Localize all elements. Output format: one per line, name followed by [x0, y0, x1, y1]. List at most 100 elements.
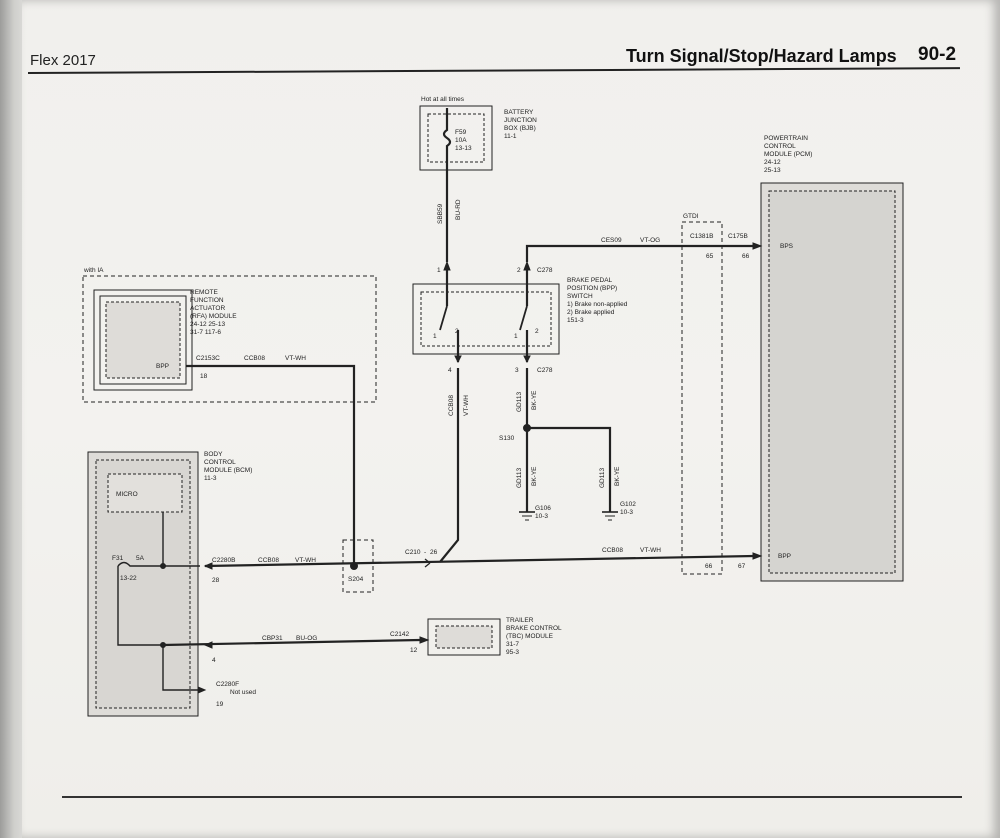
bpp-pin4: 4: [448, 367, 452, 374]
tbc-pin: 12: [410, 647, 418, 654]
pcm-bpp: BPP: [778, 553, 791, 560]
g102-ref: 10-3: [620, 509, 633, 516]
tbc-name-1: TRAILER: [506, 617, 534, 624]
g106-circuit: GD113: [516, 468, 523, 488]
bcm-pin-unused: 19: [216, 701, 224, 708]
bpp-pin3: 3: [515, 367, 519, 374]
bps-arrow: [752, 242, 763, 250]
pcm-inner-box: [768, 190, 896, 574]
gd113-wire: [525, 368, 612, 512]
ground-g102-icon: [602, 511, 618, 521]
bjb-name-3: BOX (BJB): [504, 125, 536, 132]
g106-ref: 10-3: [535, 513, 548, 520]
rfa-inner: [105, 301, 181, 379]
g102-circuit: GD113: [599, 468, 606, 488]
bpp-name-1: BRAKE PEDAL: [567, 277, 613, 284]
ccb08-vertical-color: VT-WH: [463, 395, 470, 416]
c210-name: C210: [405, 549, 421, 556]
tbc-inner: [435, 625, 493, 649]
pcm-name-3: MODULE (PCM): [764, 151, 812, 158]
rfa-bpp: BPP: [156, 363, 169, 370]
bcm-wire-color: VT-WH: [295, 557, 316, 564]
bjb-fuse: F59: [455, 129, 467, 136]
tbc-wire-circuit: CBP31: [262, 635, 283, 642]
bpp-contact-b: 2: [455, 328, 459, 335]
ccb08-vertical-circuit: CCB08: [448, 395, 455, 416]
rfa-refs-2: 31-7 117-6: [190, 329, 221, 336]
pcm-name-5: 25-13: [764, 167, 781, 174]
bpp-note-2: 2) Brake applied: [567, 309, 615, 316]
pcm-name-4: 24-12: [764, 159, 781, 166]
s204-splice: [350, 562, 358, 570]
gtdi-pin-bottom: 66: [705, 563, 713, 570]
bcm-pin-tbc: 4: [212, 657, 216, 664]
c210-pin: 26: [430, 549, 438, 556]
bjb-wire-color: BU-RD: [455, 199, 462, 220]
bpp-pin1: 1: [437, 267, 441, 274]
bcm-fuse-rating: 5A: [136, 555, 145, 562]
rfa-name-3: ACTUATOR: [190, 305, 225, 312]
bpp-connector-bottom: C278: [537, 367, 553, 374]
rfa-wire-circuit: CCB08: [244, 355, 265, 362]
pcm-name-2: CONTROL: [764, 143, 796, 150]
bcm-fuse: F31: [112, 555, 124, 562]
s130-splice: [523, 424, 531, 432]
bpp-connector-top: C278: [537, 267, 553, 274]
bpp-contact-a: 1: [433, 333, 437, 340]
tbc-name-3: (TBC) MODULE: [506, 633, 554, 640]
bjb-hot-label: Hot at all times: [421, 96, 465, 103]
pcm-bps: BPS: [780, 243, 794, 250]
ces09-wire: [525, 244, 754, 262]
bpp-contact-d: 2: [535, 328, 539, 335]
s130-label: S130: [499, 435, 515, 442]
bjb-feed-wire: [442, 108, 452, 262]
rfa-wire-color: VT-WH: [285, 355, 306, 362]
bcm-wire-circuit: CCB08: [258, 557, 279, 564]
bpp-pcm-arrow: [752, 552, 763, 560]
tbc-box: [427, 618, 501, 656]
gd113-circuit: GD113: [516, 392, 523, 412]
bps-wire-circuit: CES09: [601, 237, 622, 244]
rfa-name-4: (RFA) MODULE: [190, 313, 237, 320]
bpp-switch-inner: [420, 291, 552, 347]
rfa-connector: C2153C: [196, 355, 220, 362]
bjb-name-2: JUNCTION: [504, 117, 537, 124]
bcm-name-2: CONTROL: [204, 459, 236, 466]
bcm-conn-main: C2280B: [212, 557, 236, 564]
bcm-name-1: BODY: [204, 451, 223, 458]
pin1-arrow: [443, 260, 451, 271]
gtdi-label: GTDI: [683, 213, 699, 220]
page-title: Turn Signal/Stop/Hazard Lamps: [626, 46, 897, 66]
rfa-pin: 18: [200, 373, 208, 380]
s204-label: S204: [348, 576, 364, 583]
tbc-name-2: BRAKE CONTROL: [506, 625, 562, 632]
main-wire-circuit: CCB08: [602, 547, 623, 554]
rfa-box: [93, 289, 193, 391]
g102-color: BK-YE: [614, 466, 621, 486]
bpp-name-3: SWITCH: [567, 293, 593, 300]
bpp-note-1: 1) Brake non-applied: [567, 301, 628, 308]
bcm-name-4: 11-3: [204, 475, 217, 482]
main-wire-color: VT-WH: [640, 547, 661, 554]
main-ccb08-wire: [204, 554, 755, 568]
pcm-connector: C175B: [728, 233, 748, 240]
bjb-wire-circuit: SBB59: [437, 203, 444, 224]
pcm-pin-bottom: 67: [738, 563, 746, 570]
bjb-box: [419, 105, 493, 171]
bpp-switch-box: [412, 283, 560, 355]
bjb-fuse-ref: 13-13: [455, 145, 472, 152]
s204-box: [342, 539, 374, 593]
c210-dash: -: [424, 549, 426, 556]
g102-name: G102: [620, 501, 636, 508]
tbc-wire-color: BU-OG: [296, 635, 317, 642]
bcm-pin-main: 28: [212, 577, 220, 584]
tbc-name-4: 31-7: [506, 641, 519, 648]
c210-connector-icon: [424, 558, 431, 568]
ground-g106-icon: [519, 511, 535, 521]
pcm-name-1: POWERTRAIN: [764, 135, 808, 142]
bcm-not-used: Not used: [230, 689, 256, 696]
bjb-fuse-rating: 10A: [455, 137, 467, 144]
pcm-pin-top: 66: [742, 253, 750, 260]
tbc-connector: C2142: [390, 631, 410, 638]
